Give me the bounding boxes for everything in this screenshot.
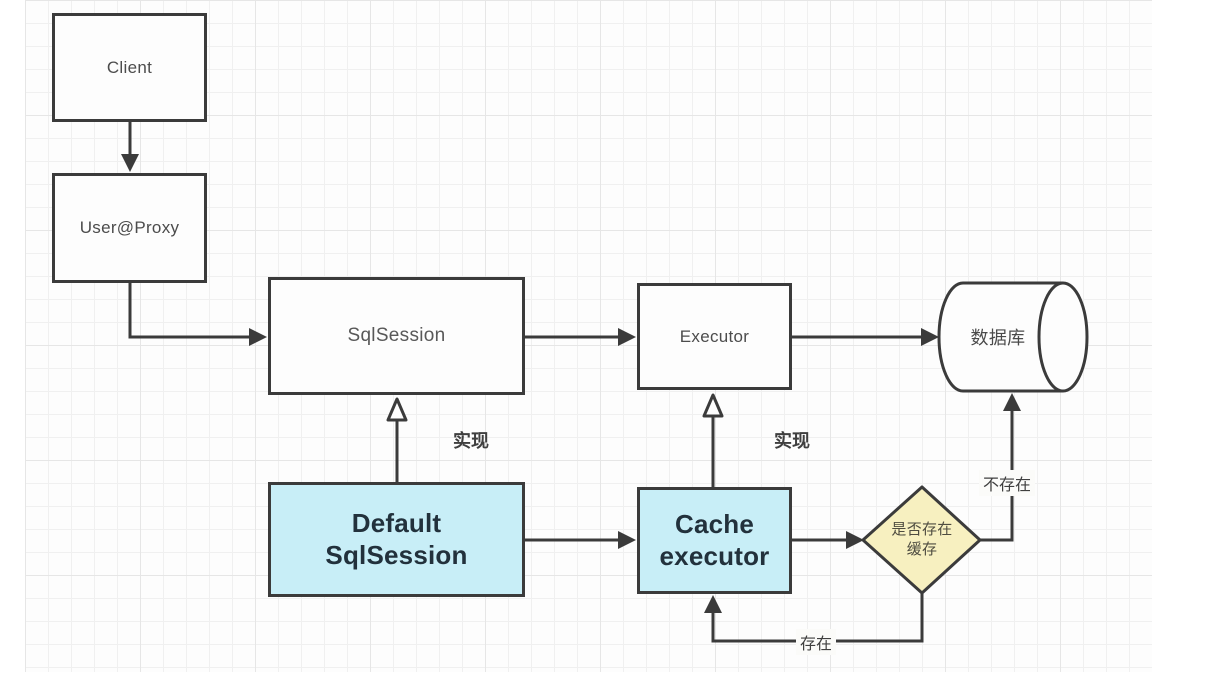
- node-executor-label: Executor: [679, 326, 750, 346]
- node-default-sqlsession-label-line1: Default: [351, 507, 442, 538]
- arrow-client-to-userproxy: [121, 122, 139, 172]
- node-database-label: 数据库: [939, 283, 1057, 391]
- realization-defaultsqlsession-to-sqlsession: [386, 397, 408, 482]
- node-client: Client: [52, 13, 207, 122]
- cache-decision-label-line1: 是否存在: [891, 520, 953, 538]
- node-sqlsession: SqlSession: [268, 277, 525, 395]
- edge-label-implements-executor: 实现: [774, 431, 810, 451]
- arrow-defaultsqlsession-to-cacheexecutor: [525, 531, 636, 549]
- arrow-sqlsession-to-executor: [525, 328, 636, 346]
- node-executor: Executor: [637, 283, 792, 390]
- node-sqlsession-label: SqlSession: [347, 325, 446, 346]
- node-client-label: Client: [106, 57, 153, 77]
- realization-cacheexecutor-to-executor: [702, 393, 724, 487]
- node-cache-executor-label-line1: Cache: [674, 508, 755, 539]
- edge-label-cache-hit: 存在: [796, 629, 837, 655]
- database-label: 数据库: [970, 328, 1026, 348]
- arrow-cacheexecutor-to-decision: [792, 531, 864, 549]
- node-default-sqlsession: Default SqlSession: [268, 482, 525, 597]
- node-user-proxy-label: User@Proxy: [79, 218, 180, 237]
- arrow-cachemiss-to-database: [980, 393, 1021, 542]
- edge-label-cache-miss: 不存在: [979, 470, 1036, 496]
- node-cache-executor: Cache executor: [637, 487, 792, 594]
- cache-decision-label-line2: 缓存: [906, 541, 938, 558]
- node-user-proxy: User@Proxy: [52, 173, 207, 283]
- edge-label-implements-sqlsession: 实现: [453, 431, 489, 451]
- database-cylinder: [937, 281, 1089, 393]
- database-cylinder-cap: [1037, 281, 1089, 393]
- arrow-executor-to-database: [792, 328, 939, 346]
- node-default-sqlsession-label-line2: SqlSession: [325, 539, 468, 570]
- node-cache-decision-label: 是否存在 缓存: [863, 489, 981, 591]
- arrow-userproxy-to-sqlsession: [128, 283, 267, 346]
- node-cache-executor-label-line2: executor: [659, 540, 770, 571]
